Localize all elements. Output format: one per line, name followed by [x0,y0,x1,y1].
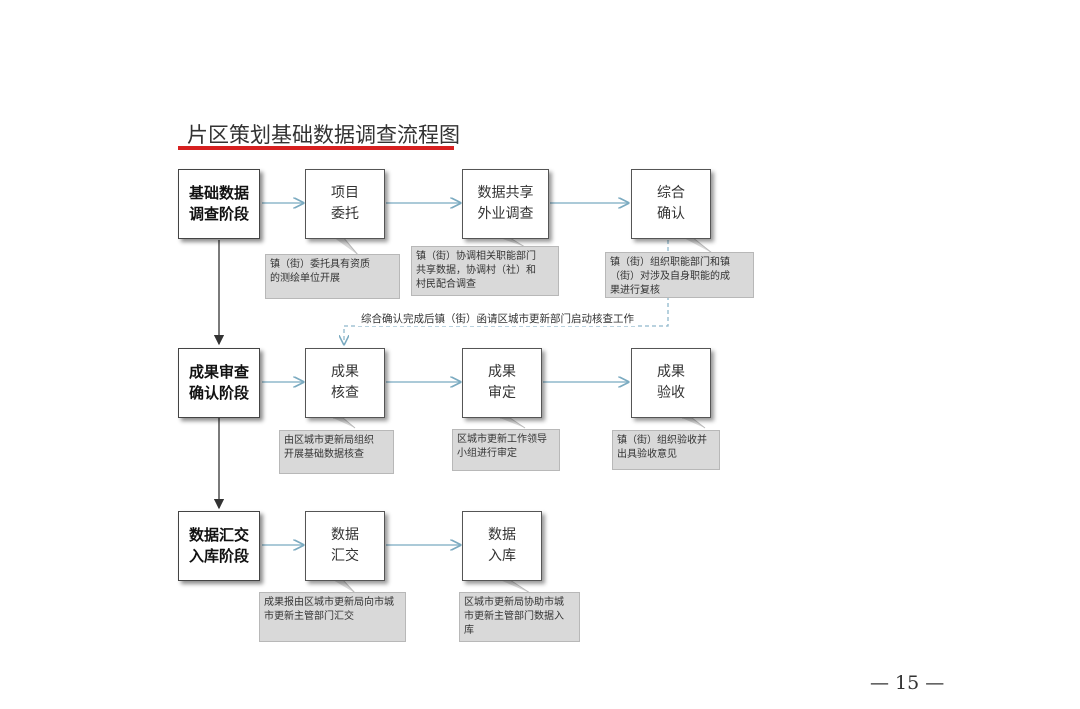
note-pointer-3 [682,236,713,254]
note-pointer-1 [333,236,359,256]
step-box-result-check: 成果 核查 [305,348,385,418]
title-underline [178,146,454,150]
step-box-data-share-survey: 数据共享 外业调查 [462,169,549,239]
note-callout: 区城市更新局协助市城 市更新主管部门数据入 库 [459,592,580,642]
note-callout: 成果报由区城市更新局向市城 市更新主管部门汇交 [259,592,406,642]
note-callout: 镇（街）委托具有资质 的测绘单位开展 [265,254,400,299]
note-callout: 镇（街）组织验收并 出具验收意见 [612,430,720,470]
page-number: — 15 — [870,672,945,694]
step-box-data-archive: 数据 入库 [462,511,542,581]
step-box-comprehensive-confirm: 综合 确认 [631,169,711,239]
note-pointer-6 [682,417,706,429]
note-callout: 区城市更新工作领导 小组进行审定 [452,429,560,471]
step-box-result-accept: 成果 验收 [631,348,711,418]
note-callout: 镇（街）协调相关职能部门 共享数据，协调村（社）和 村民配合调查 [411,246,559,296]
step-box-result-approve: 成果 审定 [462,348,542,418]
diagram-title: 片区策划基础数据调查流程图 [187,123,460,147]
stage-box-review: 成果审查 确认阶段 [178,348,260,418]
note-callout: 镇（街）组织职能部门和镇 （街）对涉及自身职能的成 果进行复核 [605,252,754,298]
connector-label: 综合确认完成后镇（街）函请区城市更新部门启动核查工作 [357,311,638,326]
note-pointer-4 [333,417,356,429]
note-pointer-5 [500,417,526,429]
step-box-project-commission: 项目 委托 [305,169,385,239]
stage-box-archive: 数据汇交 入库阶段 [178,511,260,581]
stage-box-data-survey: 基础数据 调查阶段 [178,169,260,239]
note-callout: 由区城市更新局组织 开展基础数据核查 [279,430,394,474]
step-box-data-submit: 数据 汇交 [305,511,385,581]
